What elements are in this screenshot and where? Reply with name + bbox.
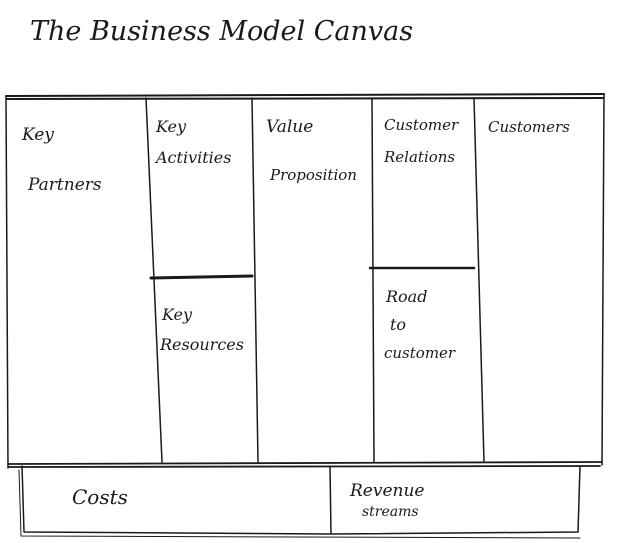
value-proposition-label-2: Proposition	[269, 166, 357, 184]
key-activities-label-2: Activities	[154, 148, 231, 167]
key-partners-label-2: Partners	[27, 175, 102, 195]
road-to-customer-label: Road	[385, 287, 427, 306]
key-resources-label: Key	[161, 305, 193, 324]
key-partners-label: Key	[21, 125, 54, 145]
revenue-streams-label-2: streams	[362, 504, 419, 520]
canvas-frame	[5, 93, 605, 469]
block-road-to-customer: Road to customer	[384, 287, 456, 362]
key-resources-label-2: Resources	[159, 335, 244, 354]
costs-label: Costs	[72, 485, 128, 509]
block-value-proposition: Value Proposition	[266, 117, 357, 184]
block-customers: Customers	[488, 118, 570, 136]
canvas-title: The Business Model Canvas	[30, 16, 413, 47]
value-proposition-label: Value	[266, 117, 313, 137]
block-customer-relations: Customer Relations	[383, 116, 459, 166]
block-key-activities: Key Activities	[154, 117, 231, 167]
customers-label: Customers	[488, 118, 570, 136]
key-activities-label: Key	[155, 117, 187, 136]
customer-relations-label: Customer	[384, 116, 459, 134]
road-to-customer-label-2: to	[390, 315, 406, 334]
bottom-row-frame	[18, 465, 581, 539]
road-to-customer-label-3: customer	[384, 344, 456, 362]
block-revenue-streams: Revenue streams	[349, 481, 424, 520]
block-key-resources: Key Resources	[159, 305, 244, 354]
customer-relations-label-2: Relations	[383, 148, 455, 166]
revenue-streams-label: Revenue	[349, 481, 424, 501]
column-dividers	[145, 97, 485, 463]
block-costs: Costs	[72, 485, 128, 509]
block-key-partners: Key Partners	[21, 125, 102, 195]
